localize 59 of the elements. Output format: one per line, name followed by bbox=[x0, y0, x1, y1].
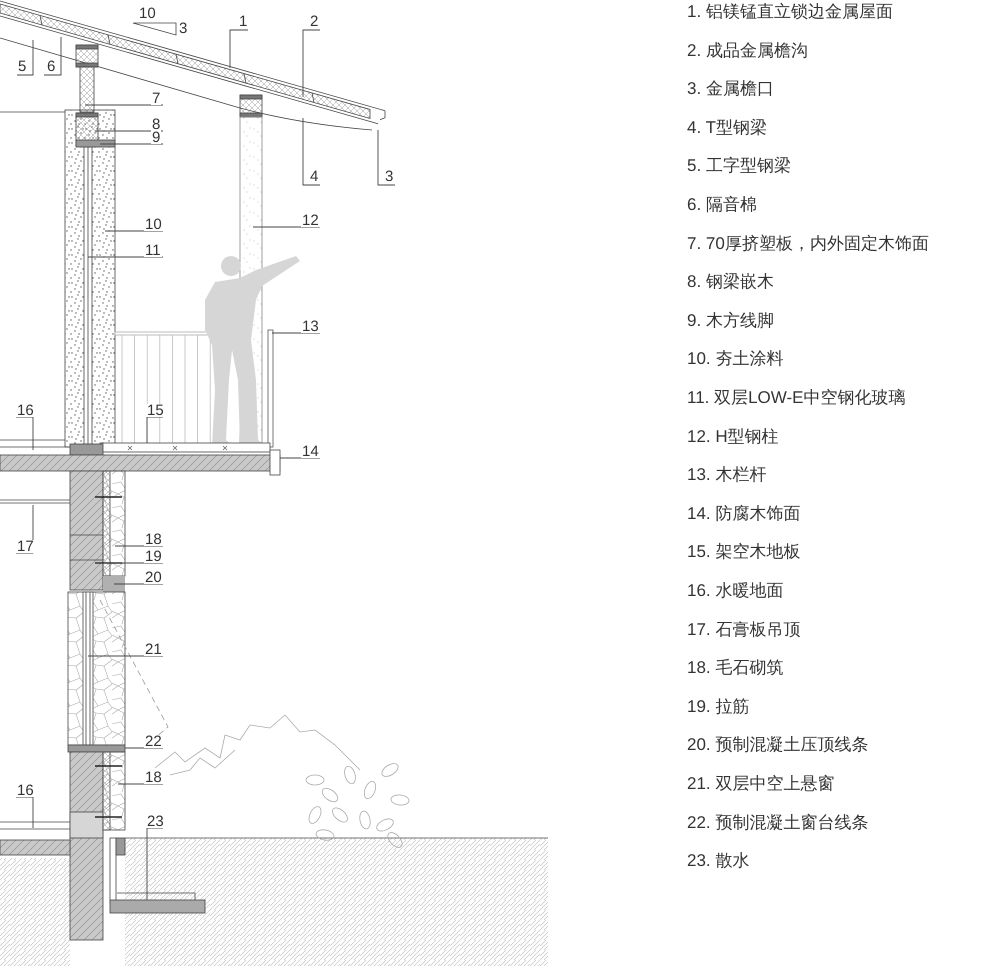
key-item: 15. 架空木地板 bbox=[687, 542, 800, 562]
slope-value: 10 bbox=[139, 5, 156, 22]
key-item: 21. 双层中空上悬窗 bbox=[687, 774, 834, 794]
callout-number: 17 bbox=[16, 540, 35, 553]
leader-line bbox=[44, 36, 62, 76]
key-item: 10. 夯土涂料 bbox=[687, 349, 784, 370]
callout-number: 22 bbox=[144, 735, 163, 748]
callout-number: 14 bbox=[301, 445, 320, 458]
callout-number: 13 bbox=[301, 320, 320, 333]
callout-number: 21 bbox=[144, 643, 163, 656]
key-item: 8. 钢梁嵌木 bbox=[687, 272, 774, 292]
leader-line bbox=[94, 130, 164, 132]
callout-number: 19 bbox=[144, 550, 163, 563]
callout-number: 16 bbox=[16, 784, 35, 797]
key-item: 5. 工字型钢梁 bbox=[687, 156, 791, 176]
callout-number: 20 bbox=[144, 571, 163, 584]
callout-number: 9 bbox=[151, 131, 162, 144]
key-item: 19. 拉筋 bbox=[687, 696, 750, 717]
key-item: 3. 金属檐口 bbox=[687, 79, 774, 100]
leader-line bbox=[230, 30, 248, 68]
key-item: 4. T型钢梁 bbox=[687, 118, 767, 138]
key-item: 14. 防腐木饰面 bbox=[687, 504, 800, 524]
key-item: 12. H型钢柱 bbox=[687, 426, 779, 447]
key-item: 6. 隔音棉 bbox=[687, 195, 757, 215]
callout-number: 12 bbox=[301, 214, 320, 227]
leader-line bbox=[16, 40, 34, 76]
key-item: 7. 70厚挤塑板，内外固定木饰面 bbox=[687, 234, 929, 254]
callout-number: 18 bbox=[144, 533, 163, 546]
leader-line bbox=[378, 130, 396, 186]
key-item: 22. 预制混凝土窗台线条 bbox=[687, 812, 868, 833]
callout-number: 6 bbox=[46, 60, 56, 73]
leader-line bbox=[88, 256, 164, 258]
callout-number: 7 bbox=[151, 92, 162, 105]
key-item: 20. 预制混凝土压顶线条 bbox=[687, 735, 868, 756]
callout-number: 11 bbox=[144, 244, 162, 257]
callout-number: 2 bbox=[309, 15, 320, 28]
callout-number: 4 bbox=[309, 170, 320, 183]
leader-line bbox=[302, 30, 320, 98]
callout-number: 18 bbox=[144, 771, 163, 784]
callout-number: 15 bbox=[146, 404, 165, 417]
leader-line bbox=[302, 118, 320, 186]
callout-number: 8 bbox=[151, 118, 162, 131]
callout-number: 1 bbox=[238, 15, 248, 28]
callout-number: 3 bbox=[384, 170, 394, 183]
key-item: 16. 水暖地面 bbox=[687, 581, 784, 601]
callout-number: 10 bbox=[144, 218, 163, 231]
slope-value: 3 bbox=[179, 20, 188, 37]
key-item: 13. 木栏杆 bbox=[687, 465, 766, 486]
key-item: 18. 毛石砌筑 bbox=[687, 658, 784, 678]
key-item: 9. 木方线脚 bbox=[687, 310, 774, 331]
key-item: 11. 双层LOW-E中空钢化玻璃 bbox=[687, 388, 906, 408]
callout-number: 16 bbox=[16, 404, 35, 417]
key-item: 2. 成品金属檐沟 bbox=[687, 40, 808, 61]
key-item: 17. 石膏板吊顶 bbox=[687, 620, 800, 640]
key-item: 1. 铝镁锰直立锁边金属屋面 bbox=[687, 2, 893, 22]
callout-number: 5 bbox=[17, 60, 28, 73]
leader-line bbox=[84, 104, 164, 106]
callout-number: 23 bbox=[146, 815, 165, 828]
key-item: 23. 散水 bbox=[687, 851, 750, 872]
